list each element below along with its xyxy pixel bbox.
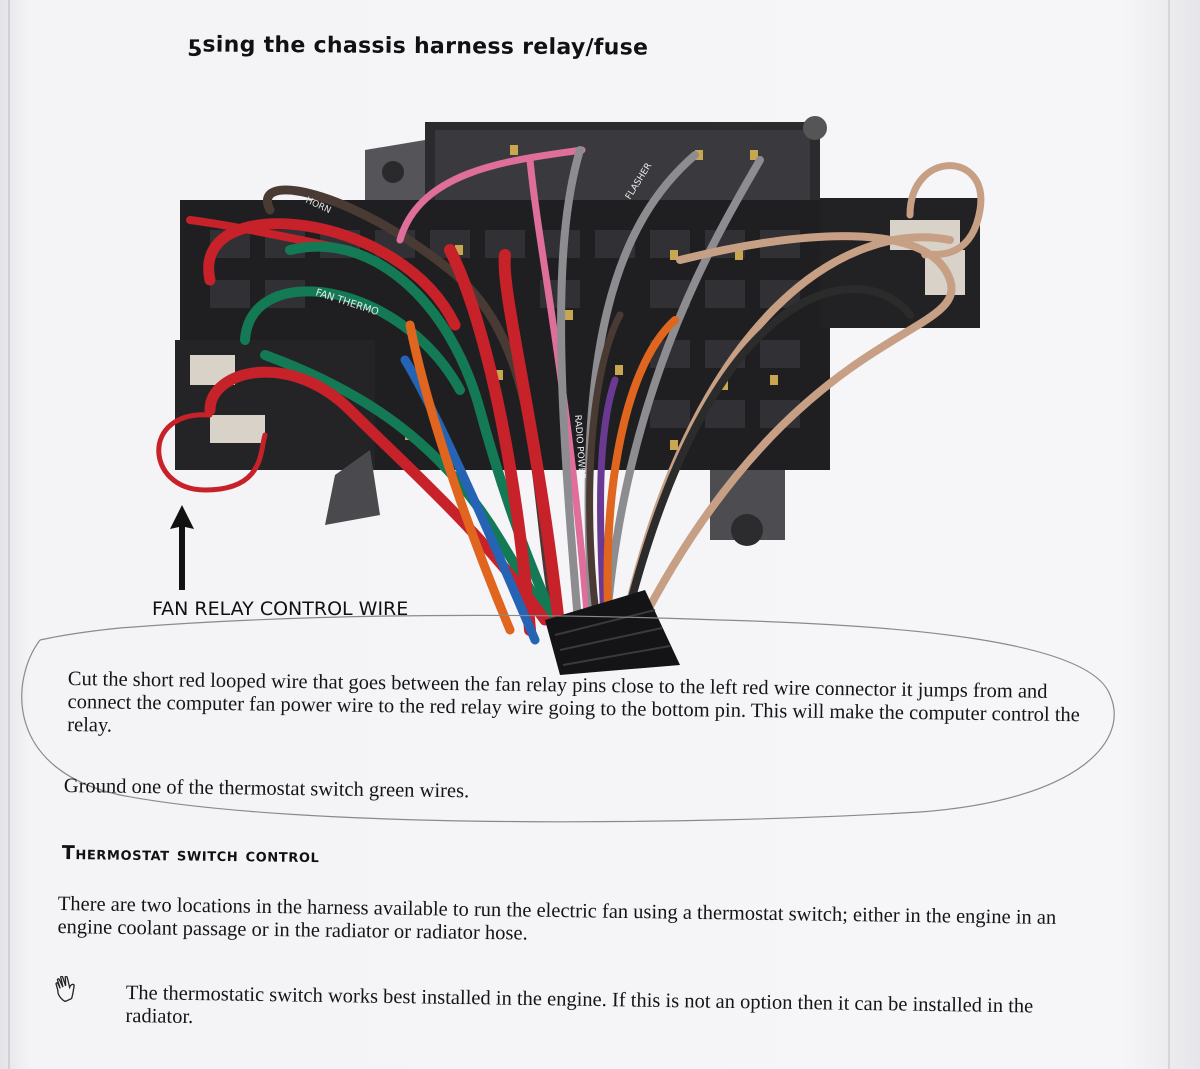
wire-orange-1 [405,320,515,635]
wire-red-3 [444,244,536,636]
heading-text: sing the chassis harness relay/fuse [202,32,649,61]
fan-relay-loop [156,412,268,493]
bracket-bolt [803,116,827,140]
wire-label-radio-power: RADIO POWER [572,415,587,480]
wire-orange-2 [603,316,679,649]
page-fold [1168,0,1170,1069]
hand-icon [55,976,75,1002]
wire-green-2 [240,286,465,395]
fuse-block-photo: FAN THERMO RADIO POWER HORN FLASHER [156,116,985,675]
wire-gray-3 [601,156,764,649]
wire-tan-2 [906,162,985,259]
wire-red-4 [498,249,566,641]
wire-purple [597,376,619,649]
top-heading: ƽsing the chassis harness relay/fuse [188,32,648,60]
mount-tab-lower-left [325,450,380,525]
page-left-edge [8,0,10,1069]
instruction-paragraph: Cut the short red looped wire that goes … [67,668,1080,737]
callout-arrow [170,505,194,590]
wire-black [616,284,914,649]
wire-red-1 [203,218,461,331]
section-heading: Thermostat switch control [61,842,320,868]
wire-tan-1 [626,232,956,649]
wire-brown-2 [586,311,624,649]
wire-bundle [156,146,985,670]
wire-gray-1 [557,146,584,649]
callout-label: FAN RELAY CONTROL WIRE [152,598,409,620]
wire-green-1 [285,241,575,660]
wire-blue [400,355,540,645]
wire-red-2 [204,366,551,626]
wire-pink [396,146,586,244]
heading-glyph: ƽ [187,32,203,58]
